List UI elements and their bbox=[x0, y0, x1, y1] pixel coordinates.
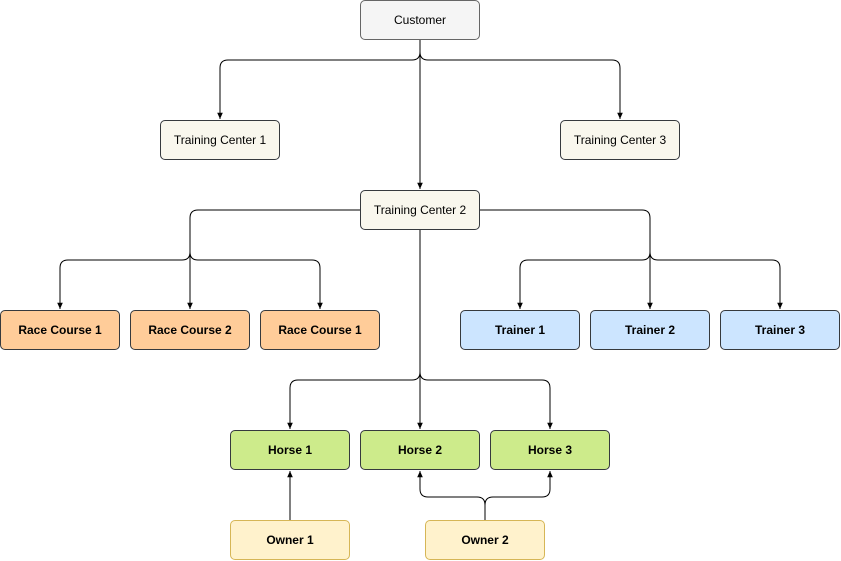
node-owner-1[interactable]: Owner 1 bbox=[230, 520, 350, 560]
edge-training-center-2-trainer-3 bbox=[649, 251, 783, 309]
node-horse-2[interactable]: Horse 2 bbox=[360, 430, 480, 470]
edge-training-center-2-race-course-b bbox=[187, 209, 360, 309]
node-horse-1[interactable]: Horse 1 bbox=[230, 430, 350, 470]
node-trainer-3[interactable]: Trainer 3 bbox=[720, 310, 840, 350]
edge-training-center-2-trainer-1 bbox=[517, 251, 651, 309]
node-training-center-3[interactable]: Training Center 3 bbox=[560, 120, 680, 160]
node-horse-3[interactable]: Horse 3 bbox=[490, 430, 610, 470]
node-trainer-1[interactable]: Trainer 1 bbox=[460, 310, 580, 350]
node-training-center-1[interactable]: Training Center 1 bbox=[160, 120, 280, 160]
edge-owner-2-horse-3 bbox=[484, 471, 553, 506]
node-customer[interactable]: Customer bbox=[360, 0, 480, 40]
edge-training-center-2-horse-3 bbox=[419, 371, 553, 429]
node-race-course-a[interactable]: Race Course 1 bbox=[0, 310, 120, 350]
node-race-course-c[interactable]: Race Course 1 bbox=[260, 310, 380, 350]
node-owner-2[interactable]: Owner 2 bbox=[425, 520, 545, 560]
edge-training-center-2-race-course-c bbox=[189, 251, 323, 309]
edge-customer-training-center-1 bbox=[217, 40, 421, 119]
edge-training-center-2-trainer-2 bbox=[480, 209, 653, 309]
edge-training-center-2-race-course-a bbox=[57, 251, 191, 309]
node-trainer-2[interactable]: Trainer 2 bbox=[590, 310, 710, 350]
edge-owner-2-horse-2 bbox=[417, 471, 486, 520]
edge-customer-training-center-3 bbox=[419, 40, 623, 119]
node-race-course-b[interactable]: Race Course 2 bbox=[130, 310, 250, 350]
node-training-center-2[interactable]: Training Center 2 bbox=[360, 190, 480, 230]
edge-training-center-2-horse-1 bbox=[287, 371, 421, 429]
